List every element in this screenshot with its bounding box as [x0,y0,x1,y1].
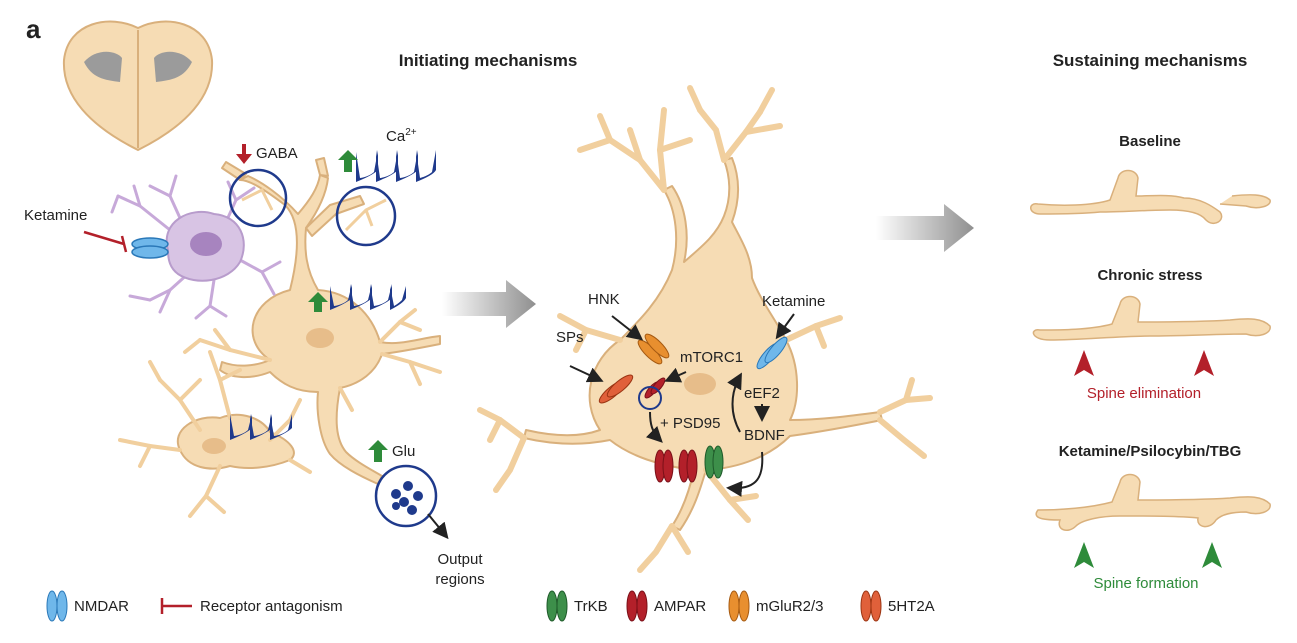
calcium-spike-train [356,150,436,182]
transition-arrow-1 [442,280,536,328]
firing-spike-train [330,284,406,310]
synapse-circle [638,386,662,410]
legend-ampar-label: AMPAR [654,598,707,615]
calcium-up-arrow-icon [338,150,358,172]
sps-receptor [598,374,634,404]
legend-5ht2a-icon [860,590,882,622]
glu-label: Glu [392,443,416,460]
sustaining-heading: Sustaining mechanisms [1052,51,1248,70]
formation-arrowheads [1074,542,1222,568]
gaba-label: GABA [256,145,298,162]
legend-mglur-icon [728,590,750,622]
mtorc1-label: mTORC1 [680,349,744,366]
signaling-arrows [569,313,795,497]
spine-treatment [1035,473,1271,531]
legend-antagonism-icon [160,598,192,614]
trkb-receptor [704,445,724,479]
legend-trkb-label: TrKB [574,598,608,615]
spine-chronic-stress [1032,295,1271,341]
legend-mglur-label: mGluR2/3 [756,598,824,615]
spine-elimination-label: Spine elimination [1086,385,1202,402]
transition-arrow-2 [876,204,974,252]
glutamate-vesicles [391,481,423,515]
legend-ampar-icon [626,590,648,622]
chronic-stress-label: Chronic stress [1097,267,1203,284]
spine-baseline [1030,169,1271,224]
brain-icon [62,20,214,152]
ampar-cluster [654,449,698,483]
output-label-line1: Output [437,551,483,568]
legend-trkb-icon [546,590,568,622]
ketamine-label-middle: Ketamine [762,293,826,310]
treatment-label: Ketamine/Psilocybin/TBG [1058,443,1242,460]
lower-spike-train [230,414,292,440]
legend-antagonism-label: Receptor antagonism [200,598,343,615]
lower-neuron [118,350,312,518]
bdnf-label: BDNF [744,427,785,444]
legend-nmdar-label: NMDAR [74,598,129,615]
psd95-label: + PSD95 [660,415,721,432]
hnk-receptor [637,333,670,365]
central-dendrites [477,85,933,573]
glu-up-arrow-icon [368,440,388,462]
output-label-line2: regions [435,571,485,588]
calcium-circle [335,185,397,247]
spine-formation-label: Spine formation [1093,575,1199,592]
ketamine-label-left: Ketamine [24,207,88,224]
nmdar-receptor-icon [131,237,169,259]
gaba-synapse-circle [228,168,288,228]
firing-up-arrow-icon [308,292,328,312]
pyramidal-neuron [219,157,441,485]
interneuron [110,174,282,320]
gaba-down-arrow-icon [236,144,252,164]
pyramidal-dendrites [183,308,442,412]
eef2-label: eEF2 [744,385,780,402]
elimination-arrowheads [1074,350,1214,376]
legend-5ht2a-label: 5HT2A [888,598,935,615]
legend-nmdar-icon [46,590,68,622]
pyramidal-nucleus [306,328,334,348]
hnk-label: HNK [588,291,620,308]
output-arrow [427,513,449,540]
panel-label: a [26,14,41,44]
baseline-label: Baseline [1119,133,1181,150]
initiating-heading: Initiating mechanisms [398,51,578,70]
sps-label: SPs [556,329,584,346]
ketamine-antagonism-line [83,230,128,253]
central-nucleus [684,373,716,395]
glutamate-circle [374,464,438,528]
calcium-label: Ca2+ [386,127,417,145]
